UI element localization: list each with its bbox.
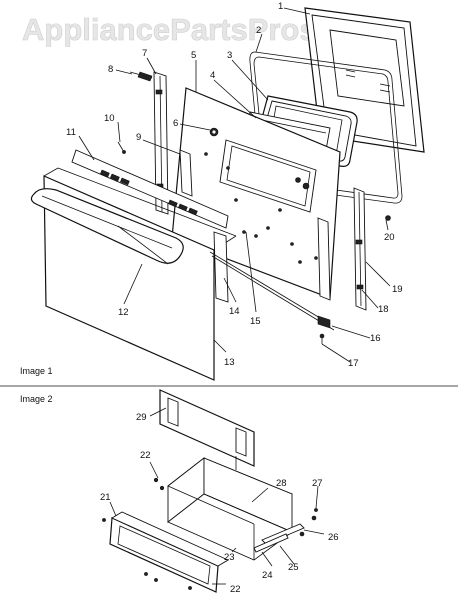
section-label-image-2: Image 2 <box>20 394 53 404</box>
screw-icon <box>385 215 391 221</box>
callout-14: 14 <box>229 306 240 317</box>
part-9-bracket <box>179 149 193 197</box>
screw-icon-22a <box>153 477 159 483</box>
callout-28: 28 <box>276 478 287 489</box>
callout-26: 26 <box>328 532 339 543</box>
callout-18: 18 <box>378 304 389 315</box>
part-14-17-hinge-parts <box>209 230 335 344</box>
leader-lines-image-1 <box>78 7 391 363</box>
callout-27: 27 <box>312 478 323 489</box>
section-label-image-1: Image 1 <box>20 366 53 376</box>
callout-15: 15 <box>250 316 261 327</box>
callout-24: 24 <box>262 570 273 581</box>
callout-2: 2 <box>256 25 261 36</box>
callout-29: 29 <box>136 412 147 423</box>
callout-7: 7 <box>142 48 147 59</box>
storage-drawer-exploded-view: 29 22 28 27 26 25 24 23 21 22 Image 2 <box>20 389 339 595</box>
callout-21: 21 <box>100 492 111 503</box>
callout-6: 6 <box>173 118 178 129</box>
callouts-image-1: 1 2 3 4 5 6 7 8 9 10 11 12 13 14 15 16 1… <box>66 1 403 369</box>
callout-4: 4 <box>210 70 215 81</box>
part-21-drawer-front <box>109 511 229 593</box>
part-29-drawer-back <box>159 389 255 467</box>
callout-9: 9 <box>136 132 141 143</box>
part-7-left-channel <box>153 71 169 215</box>
part-24-25-drawer-glides <box>253 515 317 553</box>
callout-17: 17 <box>348 358 359 369</box>
part-10-screw <box>117 141 126 154</box>
callout-23: 23 <box>224 552 235 563</box>
callout-1: 1 <box>278 1 283 12</box>
part-2-gasket <box>249 51 403 204</box>
callout-8: 8 <box>108 64 113 75</box>
part-18-19-20-right-channel <box>317 187 391 311</box>
part-8-screw <box>129 71 153 82</box>
callout-16: 16 <box>370 333 381 344</box>
callout-5: 5 <box>191 50 196 61</box>
callout-22-upper: 22 <box>140 450 151 461</box>
part-28-drawer-box <box>167 456 293 561</box>
callout-11: 11 <box>66 127 76 138</box>
callout-19: 19 <box>392 284 403 295</box>
callout-12: 12 <box>118 307 129 318</box>
callout-13: 13 <box>224 357 235 368</box>
leader-lines-image-2 <box>109 407 325 585</box>
part-12-door-handle <box>30 188 184 265</box>
callout-22-lower: 22 <box>230 584 241 595</box>
drawer-screws <box>102 477 318 590</box>
callout-25: 25 <box>288 562 299 573</box>
callout-10: 10 <box>104 113 115 124</box>
part-11-vent-strip <box>71 149 229 229</box>
callouts-image-2: 29 22 28 27 26 25 24 23 21 22 <box>100 412 339 595</box>
oven-door-exploded-view: 1 2 3 4 5 6 7 8 9 10 11 12 13 14 15 16 1… <box>20 1 425 381</box>
callout-20: 20 <box>384 232 395 243</box>
callout-3: 3 <box>227 50 232 61</box>
